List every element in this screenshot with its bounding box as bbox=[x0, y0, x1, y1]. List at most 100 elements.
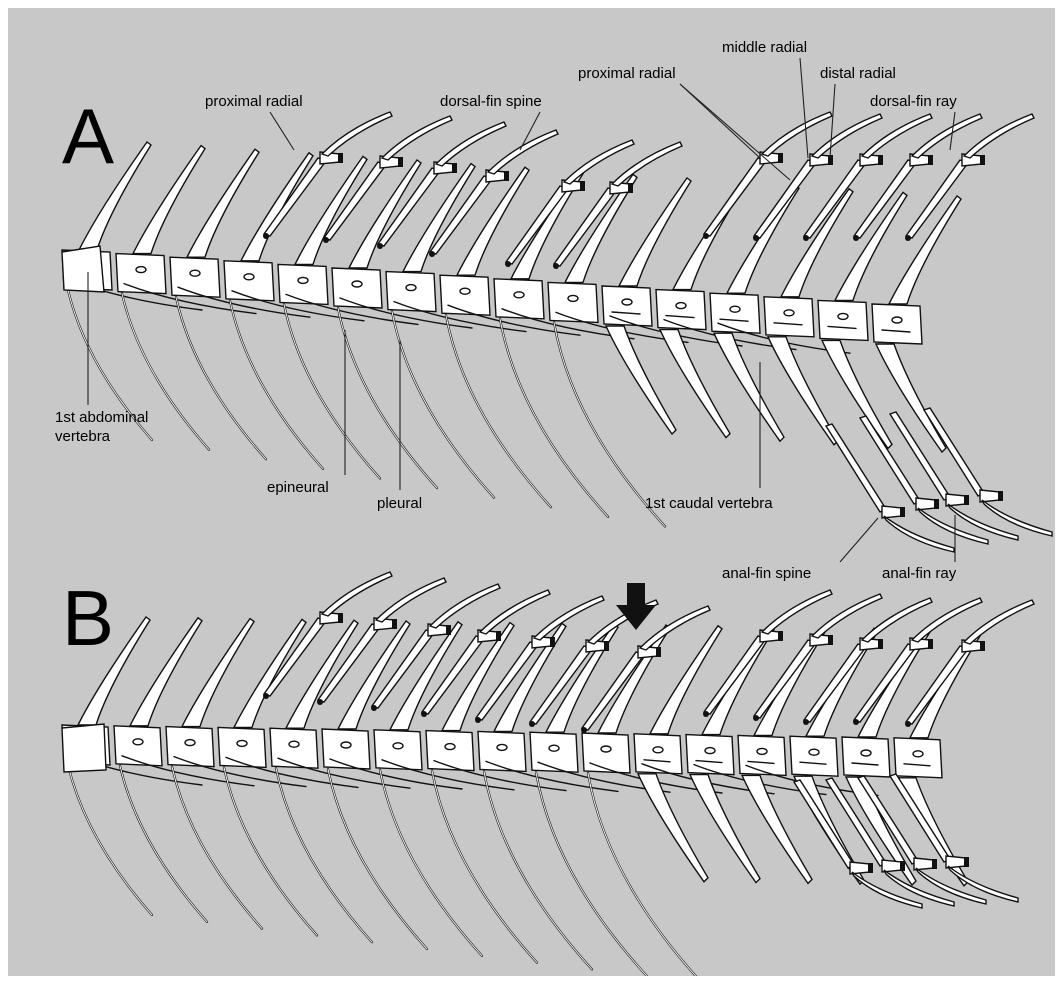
a-spinous-radial-tip bbox=[429, 251, 435, 257]
a-neural-spine bbox=[349, 160, 421, 268]
leader-proximal-radial-right-b bbox=[680, 84, 790, 180]
b-spinous-distal-radial bbox=[656, 647, 661, 657]
a-soft-proximal-radial bbox=[704, 158, 766, 236]
a-spinous-radial-tip bbox=[263, 233, 269, 239]
a-neural-spine bbox=[133, 146, 205, 254]
a-spinous-distal-radial bbox=[452, 163, 457, 173]
b-anal-proximal-radial bbox=[794, 780, 854, 868]
b-pleural-rib-highlight bbox=[588, 773, 702, 976]
a-anal-distal-radial bbox=[964, 495, 969, 505]
b-vertebra-centrum bbox=[218, 727, 266, 767]
a-vertebra-centrum bbox=[764, 297, 814, 337]
b-anal-distal-radial bbox=[868, 863, 873, 873]
label-epineural: epineural bbox=[267, 479, 329, 496]
b-anal-distal-radial bbox=[932, 859, 937, 869]
skeleton-figure: A B proximal radial dorsal-fin spine pro… bbox=[8, 8, 1055, 976]
label-dorsal-fin-spine: dorsal-fin spine bbox=[440, 93, 542, 110]
b-pleural-rib bbox=[172, 767, 262, 929]
panel-b-skeleton bbox=[62, 572, 1034, 976]
b-vertebra-centrum bbox=[530, 732, 578, 772]
b-vertebra-centrum bbox=[478, 731, 526, 771]
a-spinous-radial-tip bbox=[377, 243, 383, 249]
a-neural-spine bbox=[241, 153, 313, 261]
b-spinous-radial-tip bbox=[475, 717, 481, 723]
b-pleural-rib-highlight bbox=[276, 768, 372, 942]
b-soft-distal-radial bbox=[828, 635, 833, 645]
label-pleural: pleural bbox=[377, 495, 422, 512]
a-spinous-radial-tip bbox=[505, 261, 511, 267]
a-vertebra-centrum bbox=[872, 304, 922, 344]
a-spinous-distal-radial bbox=[398, 157, 403, 167]
a-vertebra-centrum bbox=[656, 290, 706, 330]
b-soft-fin-ray bbox=[964, 600, 1034, 644]
a-vertebra-centrum bbox=[332, 268, 382, 308]
a-vertebra-centrum bbox=[224, 261, 274, 301]
panel-a-skeleton bbox=[62, 112, 1052, 552]
b-spinous-fin-ray bbox=[376, 578, 446, 622]
a-vertebra-centrum bbox=[818, 300, 868, 340]
a-vertebra-centrum bbox=[494, 279, 544, 319]
a-spinous-radial-tip bbox=[323, 237, 329, 243]
b-spinous-fin-ray bbox=[322, 572, 392, 616]
b-vertebra-centrum bbox=[634, 734, 682, 774]
b-pleural-rib-highlight bbox=[432, 771, 537, 963]
a-pleural-rib bbox=[122, 294, 209, 450]
b-soft-distal-radial bbox=[980, 641, 985, 651]
b-pleural-rib bbox=[276, 768, 372, 942]
label-first-caudal-vertebra: 1st caudal vertebra bbox=[645, 495, 773, 512]
label-anal-fin-ray: anal-fin ray bbox=[882, 565, 957, 582]
a-spinous-distal-radial bbox=[338, 153, 343, 163]
b-spinous-radial-tip bbox=[317, 699, 323, 705]
b-soft-proximal-radial bbox=[804, 644, 866, 722]
leader-middle-radial bbox=[800, 58, 808, 158]
a-pleural-rib bbox=[230, 301, 323, 469]
b-spinous-radial-tip bbox=[581, 727, 587, 733]
b-spinous-fin-ray bbox=[640, 606, 710, 650]
a-pleural-rib bbox=[284, 304, 380, 478]
b-vertebra-centrum bbox=[374, 730, 422, 770]
b-soft-radial-tip bbox=[703, 711, 709, 717]
a-neural-spine bbox=[781, 189, 853, 297]
label-first-abdominal-line2: vertebra bbox=[55, 428, 111, 445]
a-soft-radial-tip bbox=[753, 235, 759, 241]
panel-b-letter: B bbox=[62, 574, 114, 662]
b-pleural-rib bbox=[68, 765, 152, 915]
leader-anal-fin-spine bbox=[840, 518, 878, 562]
a-vertebra-centrum bbox=[116, 254, 166, 294]
b-soft-radial-tip bbox=[753, 715, 759, 721]
a-pleural-rib bbox=[500, 319, 608, 517]
a-spinous-fin-ray bbox=[382, 116, 452, 160]
b-pleural-rib bbox=[536, 772, 647, 976]
b-soft-distal-radial bbox=[878, 639, 883, 649]
a-vertebra-centrum bbox=[440, 275, 490, 315]
b-pleural-rib-highlight bbox=[172, 767, 262, 929]
a-soft-proximal-radial bbox=[754, 160, 816, 238]
b-pleural-rib-highlight bbox=[120, 766, 207, 922]
b-vertebra-centrum bbox=[270, 728, 318, 768]
a-spinous-fin-ray bbox=[488, 130, 558, 174]
b-spinous-distal-radial bbox=[392, 619, 397, 629]
a-anal-distal-radial bbox=[934, 499, 939, 509]
a-anal-distal-radial bbox=[998, 491, 1003, 501]
b-pleural-rib bbox=[120, 766, 207, 922]
label-first-abdominal-line1: 1st abdominal bbox=[55, 409, 148, 426]
a-neural-spine bbox=[187, 149, 259, 257]
a-pleural-rib-highlight bbox=[284, 304, 380, 478]
a-soft-distal-radial bbox=[878, 155, 883, 165]
a-soft-proximal-radial bbox=[804, 160, 866, 238]
b-anal-distal-radial bbox=[964, 857, 969, 867]
b-spinous-distal-radial bbox=[338, 613, 343, 623]
leader-distal-radial bbox=[830, 84, 835, 158]
a-soft-radial-tip bbox=[905, 235, 911, 241]
leader-proximal-radial-left bbox=[270, 112, 294, 150]
b-soft-radial-tip bbox=[853, 719, 859, 725]
b-spinous-fin-ray bbox=[430, 584, 500, 628]
a-vertebra-centrum bbox=[602, 286, 652, 326]
a-vertebra-centrum bbox=[548, 282, 598, 322]
b-pleural-rib-highlight bbox=[484, 771, 592, 969]
b-vertebra-centrum bbox=[322, 729, 370, 769]
b-soft-radial-tip bbox=[803, 719, 809, 725]
label-dorsal-fin-ray: dorsal-fin ray bbox=[870, 93, 957, 110]
b-vertebra-centrum bbox=[842, 737, 890, 777]
b-vertebra-centrum bbox=[582, 733, 630, 773]
